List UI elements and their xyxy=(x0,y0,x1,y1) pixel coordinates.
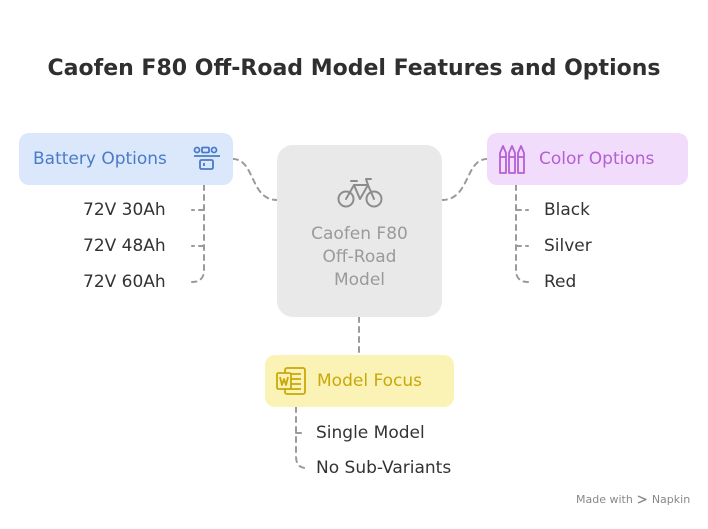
focus-item-1: Single Model xyxy=(316,423,425,443)
battery-option-2: 72V 48Ah xyxy=(83,236,166,256)
color-option-1: Black xyxy=(544,200,590,220)
napkin-logo-icon xyxy=(637,495,647,504)
battery-option-3: 72V 60Ah xyxy=(83,272,166,292)
center-line-1: Caofen F80 xyxy=(311,224,408,244)
model-focus-label: Model Focus xyxy=(317,371,422,391)
bicycle-icon xyxy=(337,178,383,208)
model-focus-node: Model Focus xyxy=(265,355,454,407)
footer-brand: Napkin xyxy=(651,493,691,506)
diagram-title: Caofen F80 Off-Road Model Features and O… xyxy=(47,56,661,81)
footer-made-with: Made with xyxy=(576,493,633,506)
center-line-2: Off-Road xyxy=(322,247,397,267)
connector-battery xyxy=(232,158,278,201)
battery-options-label: Battery Options xyxy=(33,149,167,169)
color-options-label: Color Options xyxy=(539,149,655,169)
footer-watermark: Made with Napkin xyxy=(576,493,690,506)
color-branch xyxy=(515,184,529,283)
focus-branch xyxy=(295,406,307,469)
color-option-3: Red xyxy=(544,272,577,292)
battery-option-1: 72V 30Ah xyxy=(83,200,166,220)
battery-branch xyxy=(191,184,205,283)
connector-color xyxy=(441,158,488,201)
crayons-icon xyxy=(499,145,525,174)
focus-item-2: No Sub-Variants xyxy=(316,458,452,478)
color-options-node: Color Options xyxy=(487,133,688,185)
color-option-2: Silver xyxy=(544,236,592,256)
center-label: Caofen F80 Off-Road Model xyxy=(277,223,442,292)
battery-options-icon xyxy=(193,146,220,170)
center-line-3: Model xyxy=(333,270,386,290)
document-icon xyxy=(276,367,306,395)
battery-options-node: Battery Options xyxy=(19,133,233,185)
center-node: Caofen F80 Off-Road Model xyxy=(277,145,442,317)
